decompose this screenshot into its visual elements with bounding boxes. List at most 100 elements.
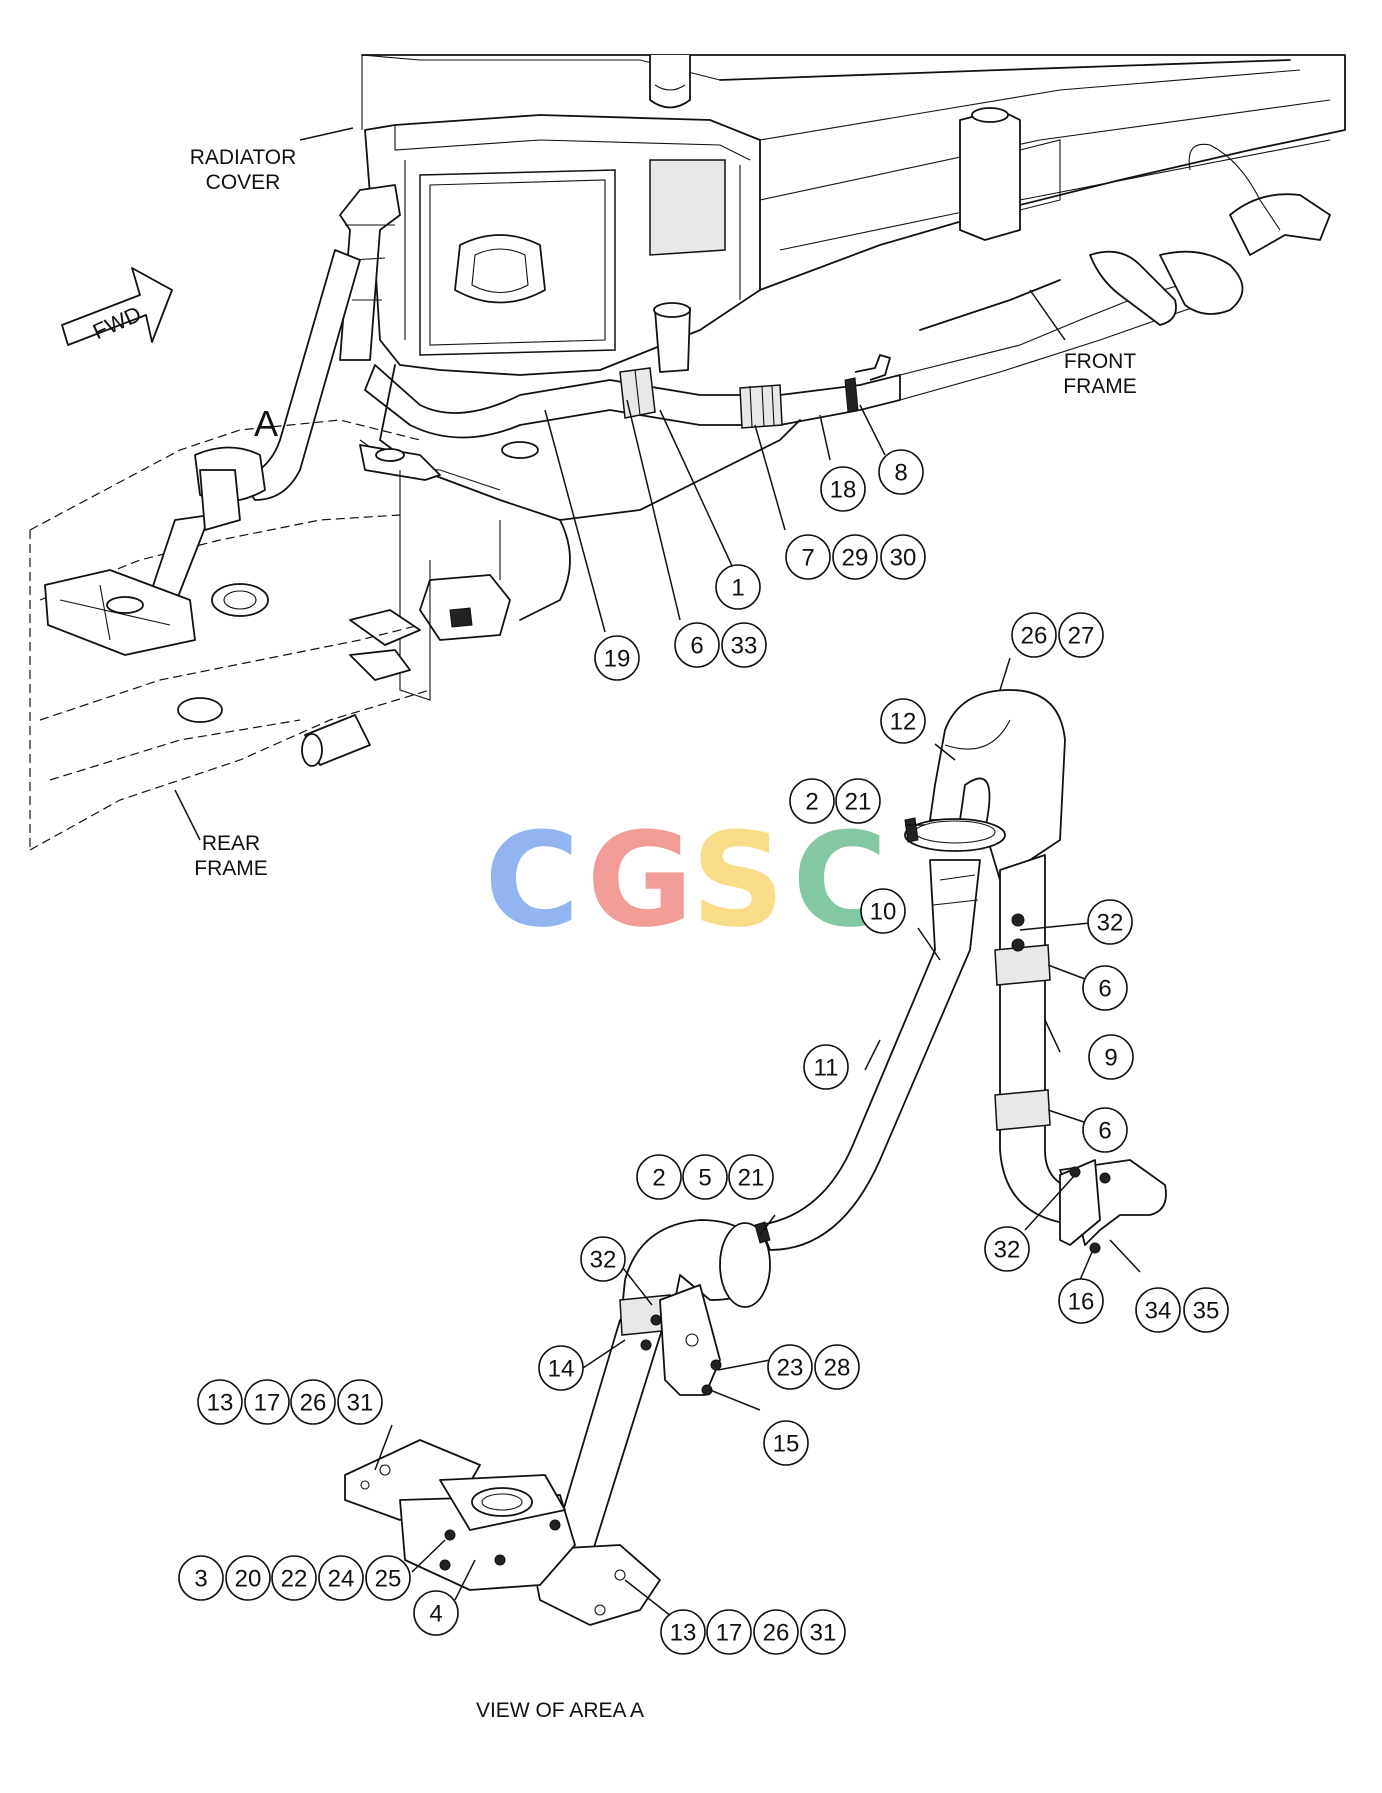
callout-10: 10 — [860, 888, 906, 934]
callout-circle — [318, 1555, 364, 1601]
callout-number: 9 — [1104, 1045, 1117, 1072]
callout-1: 1 — [715, 564, 761, 610]
callout-number: 32 — [994, 1237, 1021, 1264]
rear-frame-label-line2: FRAME — [194, 857, 268, 880]
callout-circle — [290, 1379, 336, 1425]
callout-circle — [660, 1609, 706, 1655]
callout-number: 2 — [652, 1165, 665, 1192]
callout-number: 17 — [254, 1390, 281, 1417]
callout-circle — [1087, 899, 1133, 945]
callout-circle — [832, 534, 878, 580]
area-a-detail-drawing — [344, 689, 1167, 1626]
callout-15: 15 — [763, 1420, 809, 1466]
callout-circle — [767, 1344, 813, 1390]
leader-lines — [174, 127, 1141, 1621]
radiator-cover-label-line2: COVER — [206, 171, 281, 194]
callout-circle — [580, 1236, 626, 1282]
callout-32: 32 — [1087, 899, 1133, 945]
callout-number: 25 — [375, 1566, 402, 1593]
callout-circle — [682, 1154, 728, 1200]
watermark-letter-c2: C — [792, 804, 887, 956]
callout-circle — [674, 622, 720, 668]
callout-26: 26 — [753, 1609, 799, 1655]
callout-circle — [789, 778, 835, 824]
callout-circle — [721, 622, 767, 668]
callout-number: 26 — [763, 1620, 790, 1647]
callout-circle — [785, 534, 831, 580]
callout-circle — [337, 1379, 383, 1425]
callout-12: 12 — [880, 698, 926, 744]
callout-18: 18 — [820, 466, 866, 512]
callout-number: 26 — [1021, 623, 1048, 650]
callout-4: 4 — [413, 1590, 459, 1636]
callout-circle — [814, 1344, 860, 1390]
callout-16: 16 — [1058, 1278, 1104, 1324]
callout-number: 30 — [890, 545, 917, 572]
callout-number: 7 — [801, 545, 814, 572]
cgsc-watermark: C G S C — [484, 804, 887, 956]
callout-circle — [728, 1154, 774, 1200]
callout-11: 11 — [803, 1044, 849, 1090]
callout-27: 27 — [1058, 612, 1104, 658]
callout-number: 26 — [300, 1390, 327, 1417]
callout-number: 3 — [194, 1566, 207, 1593]
area-a-marker: A — [254, 403, 278, 444]
callout-number: 17 — [716, 1620, 743, 1647]
callout-circle — [1082, 965, 1128, 1011]
callout-circle — [803, 1044, 849, 1090]
callout-number: 12 — [890, 709, 917, 736]
callout-number: 4 — [429, 1601, 442, 1628]
callout-number: 15 — [773, 1431, 800, 1458]
callout-number: 31 — [347, 1390, 374, 1417]
callout-14: 14 — [538, 1345, 584, 1391]
callout-number: 33 — [731, 633, 758, 660]
callout-28: 28 — [814, 1344, 860, 1390]
callout-21: 21 — [835, 778, 881, 824]
callout-25: 25 — [365, 1555, 411, 1601]
callout-number: 23 — [777, 1355, 804, 1382]
callout-circle — [271, 1555, 317, 1601]
callout-circle — [413, 1590, 459, 1636]
callout-circle — [1088, 1034, 1134, 1080]
callout-13: 13 — [660, 1609, 706, 1655]
callout-number: 32 — [590, 1247, 617, 1274]
callout-number: 29 — [842, 545, 869, 572]
callout-circle — [365, 1555, 411, 1601]
callout-circle — [1011, 612, 1057, 658]
callout-circle — [800, 1609, 846, 1655]
callout-number: 21 — [845, 789, 872, 816]
front-frame-label-line1: FRONT — [1064, 350, 1136, 373]
watermark-letter-c1: C — [484, 804, 579, 956]
callout-13: 13 — [197, 1379, 243, 1425]
callout-2: 2 — [789, 778, 835, 824]
radiator-cover-label-line1: RADIATOR — [190, 146, 297, 169]
watermark-letter-s: S — [691, 804, 785, 956]
callout-26: 26 — [290, 1379, 336, 1425]
callout-circle — [1058, 1278, 1104, 1324]
callout-31: 31 — [337, 1379, 383, 1425]
callout-circle — [984, 1226, 1030, 1272]
fwd-arrow: FWD — [61, 267, 173, 346]
callout-circle — [1183, 1287, 1229, 1333]
callout-3: 3 — [178, 1555, 224, 1601]
callout-circle — [763, 1420, 809, 1466]
callout-circle — [636, 1154, 682, 1200]
callout-number: 1 — [731, 575, 744, 602]
callout-circle — [1135, 1287, 1181, 1333]
callout-number: 19 — [604, 646, 631, 673]
callout-number: 28 — [824, 1355, 851, 1382]
callout-circle — [178, 1555, 224, 1601]
callout-number: 5 — [698, 1165, 711, 1192]
rear-frame-label-line1: REAR — [202, 832, 260, 855]
callout-circle — [753, 1609, 799, 1655]
callout-number: 6 — [1098, 1118, 1111, 1145]
callout-17: 17 — [706, 1609, 752, 1655]
callout-circle — [706, 1609, 752, 1655]
callout-6: 6 — [1082, 965, 1128, 1011]
callout-32: 32 — [580, 1236, 626, 1282]
callout-circle — [880, 534, 926, 580]
callout-33: 33 — [721, 622, 767, 668]
callout-circle — [1082, 1107, 1128, 1153]
